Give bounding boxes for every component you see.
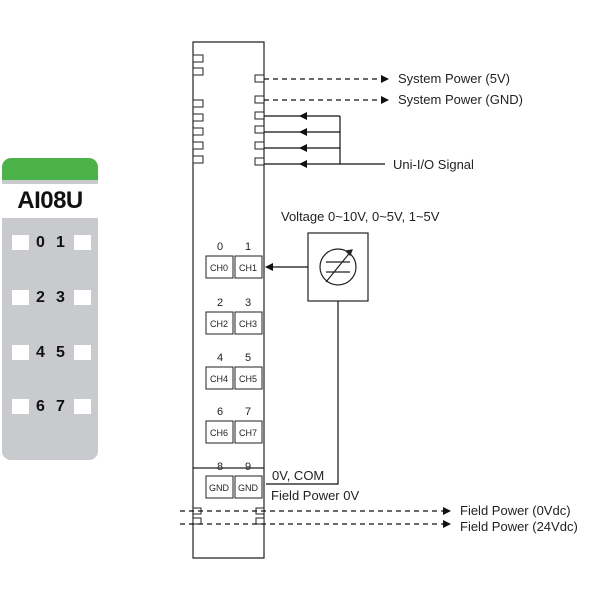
terminal-number: 6 (217, 406, 223, 418)
terminal-number: 3 (245, 297, 251, 309)
field-power-0v-label: Field Power 0V (271, 488, 359, 503)
sensor-symbol (319, 248, 357, 286)
terminal-label: CH2 (210, 319, 228, 329)
voltage-range-label: Voltage 0~10V, 0~5V, 1~5V (281, 209, 440, 224)
led-indicator (12, 399, 29, 414)
led-panel: 0 1 2 3 4 5 6 7 (2, 220, 98, 460)
led-indicator (74, 290, 91, 305)
terminal-ch5 (234, 366, 263, 390)
com-return-line (266, 301, 339, 485)
terminal-label: CH7 (239, 428, 257, 438)
terminal-label: CH3 (239, 319, 257, 329)
terminal-block: 0 CH0 1 CH1 2 CH2 3 CH3 4 CH4 5 CH5 6 CH… (205, 241, 263, 499)
terminal-label: CH6 (210, 428, 228, 438)
led-row: 0 1 (2, 233, 98, 253)
terminal-label: GND (238, 483, 259, 493)
module-green-header (2, 158, 98, 180)
right-notches (254, 74, 265, 166)
terminal-ch3 (234, 311, 263, 335)
module-name: AI08U (2, 184, 98, 218)
terminal-number: 5 (245, 352, 251, 364)
terminal-ch1 (234, 255, 263, 279)
terminal-number: 4 (217, 352, 223, 364)
field-power-0vdc-label: Field Power (0Vdc) (460, 503, 571, 518)
uni-io-stubs (264, 115, 300, 165)
led-number: 6 (36, 398, 45, 415)
led-indicator (12, 345, 29, 360)
led-indicator (74, 345, 91, 360)
terminal-label: CH5 (239, 374, 257, 384)
led-row: 2 3 (2, 288, 98, 308)
led-indicator (74, 399, 91, 414)
terminal-number: 9 (245, 461, 251, 473)
led-status-module: AI08U 0 1 2 3 4 5 6 7 (2, 158, 98, 460)
led-number: 4 (36, 344, 45, 361)
left-notches (192, 54, 204, 164)
uni-io-arrows (299, 112, 385, 168)
terminal-number: 8 (217, 461, 223, 473)
led-indicator (12, 290, 29, 305)
terminal-label: CH0 (210, 263, 228, 273)
led-row: 6 7 (2, 397, 98, 417)
led-indicator (74, 235, 91, 250)
io-module-outline (192, 41, 265, 469)
led-number: 5 (56, 344, 65, 361)
terminal-ch2 (205, 311, 234, 335)
terminal-ch6 (205, 420, 234, 444)
terminal-ch7 (234, 420, 263, 444)
terminal-ch4 (205, 366, 234, 390)
terminal-number: 1 (245, 241, 251, 253)
terminal-number: 7 (245, 406, 251, 418)
led-row: 4 5 (2, 343, 98, 363)
terminal-label: CH1 (239, 263, 257, 273)
terminal-label: GND (209, 483, 230, 493)
led-number: 2 (36, 289, 45, 306)
com-label: 0V, COM (272, 468, 324, 483)
uni-io-signal-label: Uni-I/O Signal (393, 157, 474, 172)
terminal-number: 2 (217, 297, 223, 309)
terminal-ch0 (205, 255, 234, 279)
terminal-gnd-9 (234, 475, 263, 499)
field-power-24vdc-label: Field Power (24Vdc) (460, 519, 578, 534)
led-number: 1 (56, 234, 65, 251)
system-power-5v-label: System Power (5V) (398, 71, 510, 86)
led-number: 3 (56, 289, 65, 306)
terminal-number: 0 (217, 241, 223, 253)
system-power-gnd-label: System Power (GND) (398, 92, 523, 107)
terminal-gnd-8 (205, 475, 234, 499)
led-number: 7 (56, 398, 65, 415)
led-number: 0 (36, 234, 45, 251)
led-indicator (12, 235, 29, 250)
terminal-label: CH4 (210, 374, 228, 384)
